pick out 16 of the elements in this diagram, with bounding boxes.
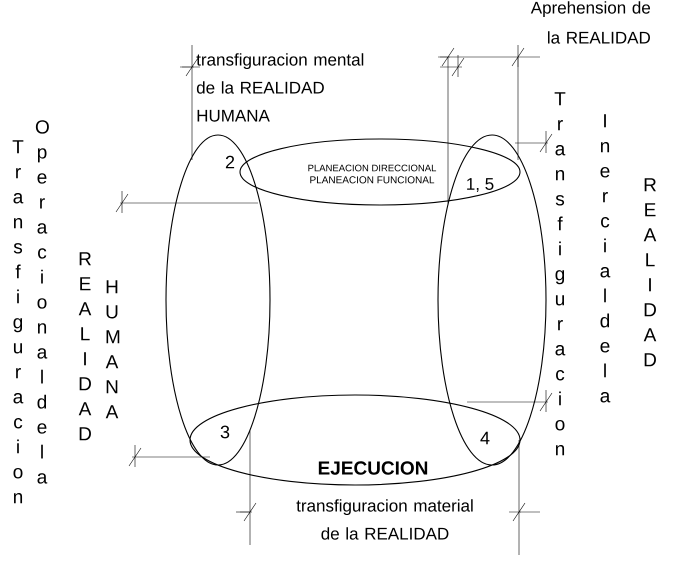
vertical-label: Transfiguracion: [554, 92, 566, 456]
vertical-label: Inercial de la: [600, 114, 610, 402]
annotation-text: transfiguracion mental de la REALIDAD HUMANA: [196, 53, 364, 122]
vertical-label: REALIDAD: [78, 252, 92, 440]
ellipse: [437, 134, 547, 466]
corner-number: 1, 5: [467, 178, 494, 192]
annotation-text: transfiguracion material de la REALIDAD: [296, 499, 473, 540]
vertical-label: REALIDAD: [644, 178, 656, 366]
corner-number: 4: [480, 432, 490, 444]
corner-number: 2: [226, 156, 234, 168]
corner-number: 3: [220, 426, 230, 438]
vertical-label: HUMANA: [106, 280, 120, 418]
annotation-text: Aprehension de la REALIDAD: [530, 1, 650, 44]
ellipse: [165, 134, 271, 466]
vertical-label: Transfiguracion: [12, 140, 24, 504]
vertical-label: Operacional de la: [36, 120, 49, 484]
